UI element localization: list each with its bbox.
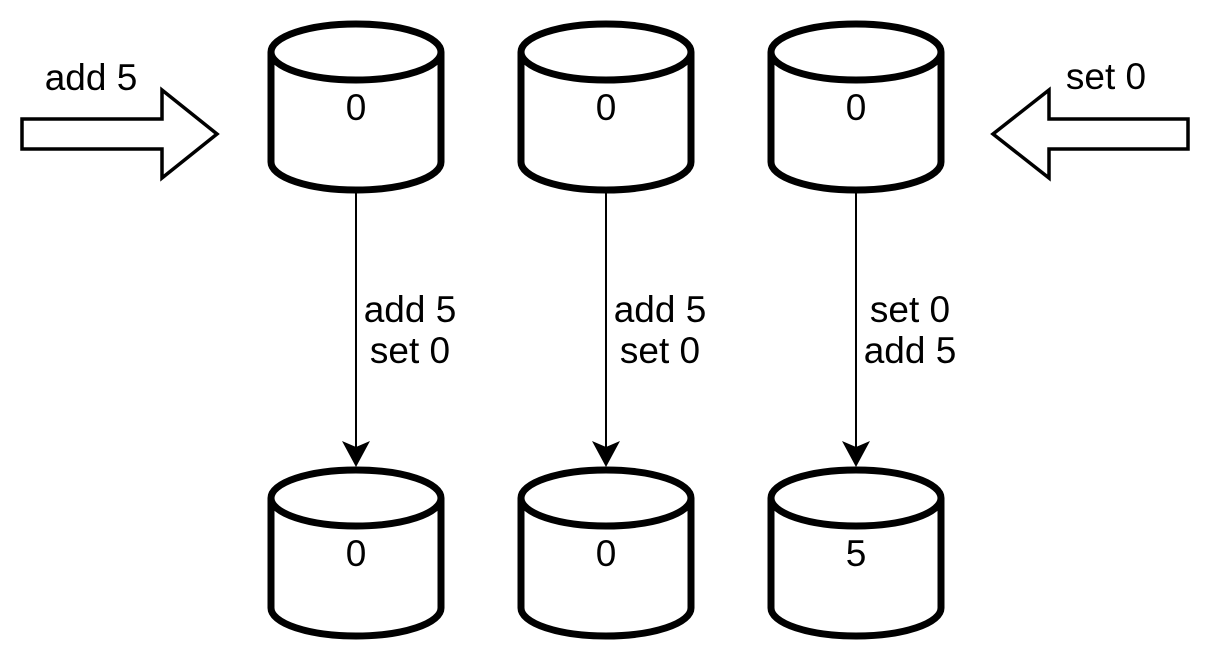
edge-3-op-1: set 0 <box>870 289 950 330</box>
output-arrow-label: set 0 <box>1066 56 1146 97</box>
edge-2: add 5 set 0 <box>592 190 706 467</box>
input-arrow-group: add 5 <box>20 57 220 182</box>
database-icon <box>767 466 945 640</box>
database-icon <box>267 20 445 194</box>
db-value: 0 <box>596 533 617 574</box>
edge-1: add 5 set 0 <box>342 190 456 467</box>
arrowhead-down-icon <box>592 441 620 467</box>
database-top-rim <box>267 497 445 530</box>
database-top-rim <box>517 51 695 84</box>
database-top-rim <box>767 497 945 530</box>
database-top-rim <box>517 497 695 530</box>
db-value: 0 <box>346 533 367 574</box>
right-block-arrow-icon <box>20 86 220 182</box>
database-icon <box>267 466 445 640</box>
db-cylinder-bottom-2: 0 <box>517 466 695 640</box>
db-cylinder-bottom-1: 0 <box>267 466 445 640</box>
db-value: 0 <box>846 87 867 128</box>
arrowhead-down-icon <box>342 441 370 467</box>
database-icon <box>517 20 695 194</box>
database-icon <box>767 20 945 194</box>
database-top-rim <box>767 51 945 84</box>
edge-1-op-2: set 0 <box>370 330 450 371</box>
database-top-rim <box>267 51 445 84</box>
arrowhead-down-icon <box>842 441 870 467</box>
db-cylinder-top-2: 0 <box>517 20 695 194</box>
db-value: 5 <box>846 533 867 574</box>
edge-3: set 0 add 5 <box>842 190 956 467</box>
db-value: 0 <box>346 87 367 128</box>
database-icon <box>517 466 695 640</box>
edge-2-op-2: set 0 <box>620 330 700 371</box>
db-cylinder-top-3: 0 <box>767 20 945 194</box>
edge-1-op-1: add 5 <box>364 289 457 330</box>
left-block-arrow-icon <box>990 86 1190 182</box>
db-cylinder-bottom-3: 5 <box>767 466 945 640</box>
db-value: 0 <box>596 87 617 128</box>
edge-3-op-2: add 5 <box>864 330 957 371</box>
db-cylinder-top-1: 0 <box>267 20 445 194</box>
edge-2-op-1: add 5 <box>614 289 707 330</box>
output-arrow-group: set 0 <box>990 56 1190 182</box>
input-arrow-label: add 5 <box>45 57 138 98</box>
